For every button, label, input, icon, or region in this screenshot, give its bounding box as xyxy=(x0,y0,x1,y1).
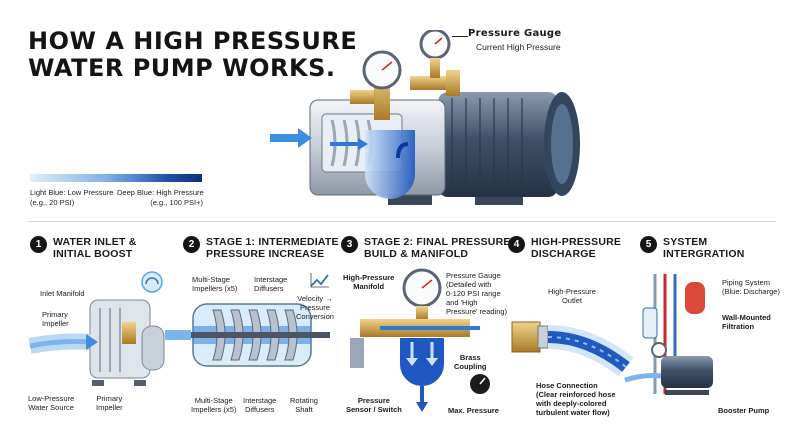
hero-inlet-arrow xyxy=(298,128,312,148)
pressure-tank xyxy=(685,282,705,314)
step-3-illustration xyxy=(350,268,490,412)
step-4-label-outlet: High-Pressure Outlet xyxy=(548,287,596,305)
step-1-label-primary-impeller-bottom: Primary Impeller xyxy=(96,394,123,412)
step-4-number: 4 xyxy=(508,236,525,253)
title-line-1: HOW A HIGH PRESSURE xyxy=(28,27,358,55)
step-2-label-impellers-top: Multi-Stage Impellers (x5) xyxy=(192,275,238,293)
step-1-flow-arrow xyxy=(86,334,98,350)
step-5-label-booster: Booster Pump xyxy=(718,406,770,415)
step-4-title: HIGH-PRESSURE DISCHARGE xyxy=(531,236,622,260)
step-2-label-impellers-bottom: Multi-Stage Impellers (x5) xyxy=(191,396,237,414)
title-line-2: WATER PUMP WORKS. xyxy=(28,54,336,82)
step-5-title: SYSTEM INTERGRATION xyxy=(663,236,745,260)
hero-motor xyxy=(438,92,558,197)
step-3-label-max-pressure: Max. Pressure xyxy=(448,406,499,415)
step-3-number: 3 xyxy=(341,236,358,253)
wall-filter xyxy=(642,307,658,339)
gauge-callout: Pressure Gauge Current High Pressure xyxy=(468,28,561,52)
step-3-label-manifold: High-Pressure Manifold xyxy=(343,273,395,291)
step-1-number: 1 xyxy=(30,236,47,253)
step-1-title: WATER INLET & INITIAL BOOST xyxy=(53,236,137,260)
velocity-chart-icon xyxy=(310,273,329,288)
step-4-label-hose: Hose Connection (Clear reinforced hose w… xyxy=(536,381,616,417)
step-5-label-filtration: Wall-Mounted Filtration xyxy=(722,313,771,331)
legend-high: Deep Blue: High Pressure (e.g., 100 PSI+… xyxy=(117,188,204,208)
step-1-illustration xyxy=(28,271,165,386)
step-2-label-velocity-conversion: Velocity → Pressure Conversion xyxy=(296,294,334,321)
step-2-title: STAGE 1: INTERMEDIATE PRESSURE INCREASE xyxy=(206,236,339,260)
step-3-label-sensor: Pressure Sensor / Switch xyxy=(346,396,402,414)
legend-low-label: Light Blue: Low Pressure xyxy=(30,188,114,197)
step-5-label-piping: Piping System (Blue: Discharge) xyxy=(722,278,780,296)
booster-pump xyxy=(661,356,713,388)
section-divider xyxy=(28,221,776,222)
step-3-header: 3 STAGE 2: FINAL PRESSURE BUILD & MANIFO… xyxy=(341,236,511,260)
step-3-title: STAGE 2: FINAL PRESSURE BUILD & MANIFOLD xyxy=(364,236,511,260)
step-2-label-diffusers-top: Interstage Diffusers xyxy=(254,275,288,293)
pressure-gradient-legend xyxy=(30,174,202,182)
hero-water-chamber xyxy=(365,130,415,199)
page-title: HOW A HIGH PRESSURE WATER PUMP WORKS. xyxy=(28,28,357,82)
step-4-illustration xyxy=(511,321,634,377)
step-4-outlet xyxy=(511,321,541,353)
step-3-chamber xyxy=(400,338,444,386)
step-1-label-water-source: Low-Pressure Water Source xyxy=(28,394,75,412)
hero-foot-right xyxy=(475,195,523,205)
step-1-label-inlet-manifold: Inlet Manifold xyxy=(40,289,85,298)
gauge-callout-subtitle: Current High Pressure xyxy=(476,42,561,52)
gauge-callout-title: Pressure Gauge xyxy=(468,28,562,39)
pressure-sensor xyxy=(350,338,364,368)
hero-foot-left xyxy=(388,195,432,205)
step-2-label-diffusers-bottom: Interstage Diffusers xyxy=(243,396,277,414)
legend-low: Light Blue: Low Pressure (e.g., 20 PSI) xyxy=(30,188,113,208)
step-2-illustration xyxy=(165,303,330,367)
step-5-illustration xyxy=(624,274,713,395)
step-1-label-primary-impeller-top: Primary Impeller xyxy=(42,310,69,328)
step-5-number: 5 xyxy=(640,236,657,253)
legend-high-example: (e.g., 100 PSI+) xyxy=(150,198,203,207)
hero-pump-illustration xyxy=(270,30,580,205)
rotating-shaft xyxy=(185,332,330,338)
step-5-header: 5 SYSTEM INTERGRATION xyxy=(640,236,745,260)
step-1-header: 1 WATER INLET & INITIAL BOOST xyxy=(30,236,136,260)
legend-high-label: Deep Blue: High Pressure xyxy=(117,188,204,197)
legend-low-example: (e.g., 20 PSI) xyxy=(30,198,75,207)
speed-icon xyxy=(141,271,163,293)
step-2-number: 2 xyxy=(183,236,200,253)
step-2-label-rotating-shaft: Rotating Shaft xyxy=(290,396,318,414)
step-3-label-gauge: Pressure Gauge (Detailed with 0-120 PSI … xyxy=(446,271,508,316)
step-2-header: 2 STAGE 1: INTERMEDIATE PRESSURE INCREAS… xyxy=(183,236,339,260)
step-4-header: 4 HIGH-PRESSURE DISCHARGE xyxy=(508,236,621,260)
step-3-label-brass-coupling: Brass Coupling xyxy=(454,353,487,371)
gauge-leader-line xyxy=(452,36,468,37)
